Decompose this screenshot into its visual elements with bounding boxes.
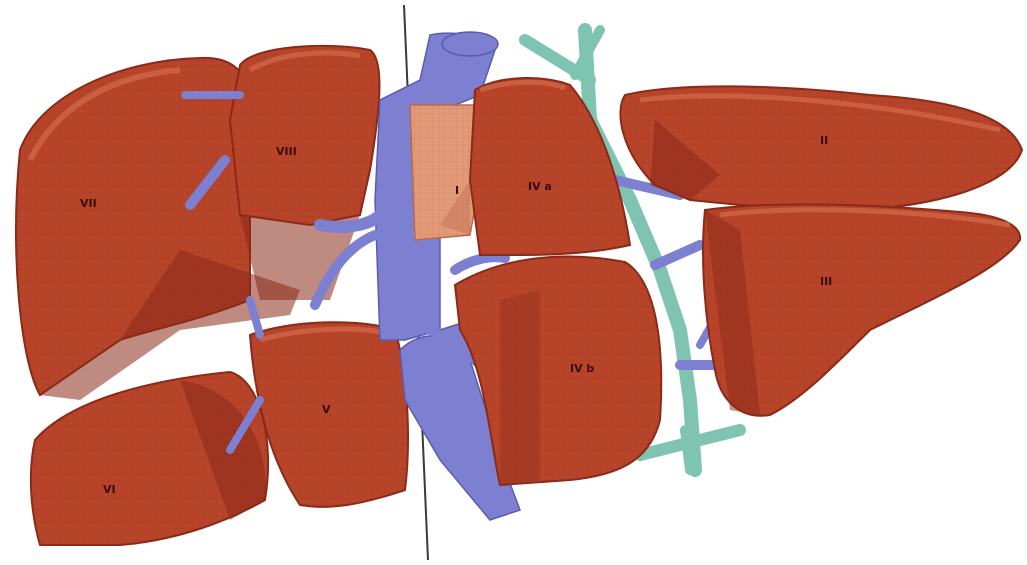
segment-label-ivb: IV b [570,362,594,375]
segment-label-v: V [322,403,331,416]
segment-ii: II [620,86,1022,210]
segment-label-i: I [455,184,459,197]
segment-viii: VIII [230,46,379,300]
segment-label-viii: VIII [276,145,297,158]
segment-label-iii: III [820,275,832,288]
segment-label-vii: VII [80,197,97,210]
segment-label-iva: IV a [528,180,552,193]
segment-iii: III [703,204,1020,415]
segment-label-vi: VI [103,483,116,496]
segment-label-ii: II [820,134,828,147]
segment-v: V [250,322,408,507]
segment-iva: IV a [470,78,630,255]
